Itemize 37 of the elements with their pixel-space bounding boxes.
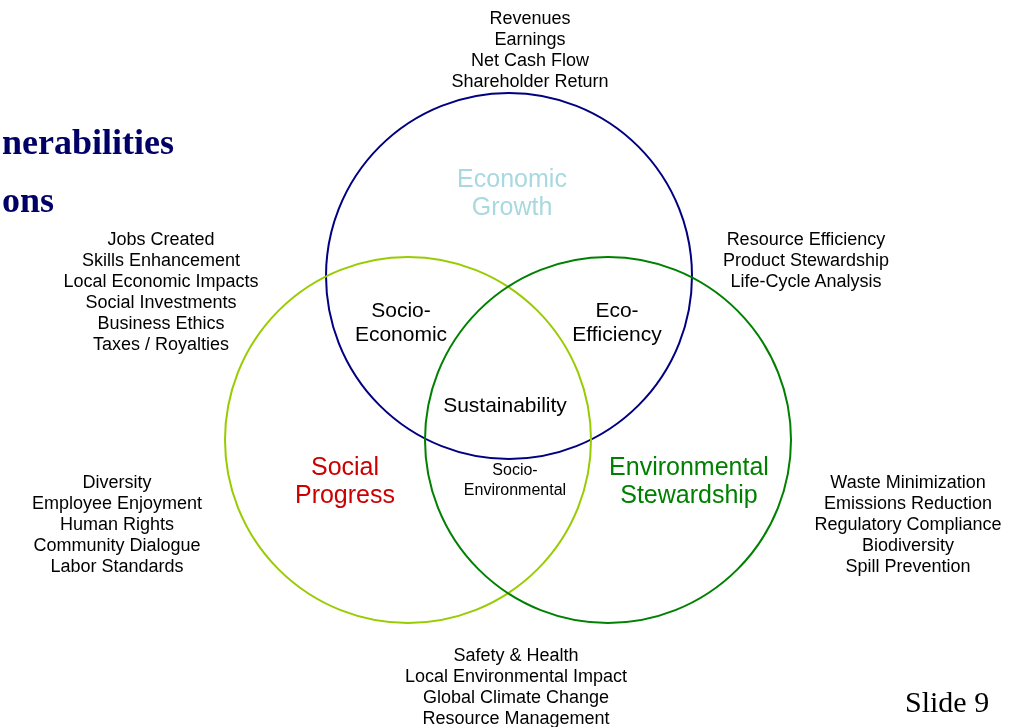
region-label: Socio-Environmental: [462, 460, 568, 500]
list-item: Business Ethics: [96, 313, 226, 334]
list-item: Jobs Created: [106, 229, 216, 250]
list-item: Life-Cycle Analysis: [729, 271, 883, 292]
list-item: Waste Minimization: [829, 472, 987, 493]
heading-text: nerabilities: [2, 122, 175, 162]
list-item: Net Cash Flow: [469, 50, 590, 71]
circle-title: Economic Growth: [456, 164, 568, 220]
circle-title: Environmental Stewardship: [608, 452, 770, 508]
slide-number: Slide 9: [905, 684, 991, 720]
list-item: Emissions Reduction: [822, 493, 994, 514]
list-item: Resource Efficiency: [725, 229, 887, 250]
list-item: Revenues: [488, 8, 572, 29]
region-label: Sustainability: [442, 393, 568, 417]
list-item: Social Investments: [84, 292, 238, 313]
list-item: Global Climate Change: [421, 687, 611, 708]
circle-title: Social Progress: [293, 452, 396, 508]
list-item: Skills Enhancement: [80, 250, 242, 271]
list-item: Local Economic Impacts: [62, 271, 260, 292]
list-item: Local Environmental Impact: [403, 666, 629, 687]
list-item: Resource Management: [421, 708, 611, 727]
list-item: Product Stewardship: [721, 250, 891, 271]
list-item: Employee Enjoyment: [30, 493, 204, 514]
region-label: Socio-Economic: [353, 298, 449, 346]
list-item: Earnings: [493, 29, 567, 50]
list-item: Spill Prevention: [844, 556, 972, 577]
heading-text: ons: [2, 180, 56, 220]
list-item: Biodiversity: [861, 535, 955, 556]
list-item: Labor Standards: [49, 556, 185, 577]
list-item: Taxes / Royalties: [91, 334, 231, 355]
region-label: Eco-Efficiency: [571, 298, 663, 346]
list-item: Human Rights: [58, 514, 175, 535]
list-item: Safety & Health: [452, 645, 580, 666]
list-item: Shareholder Return: [450, 71, 610, 92]
list-item: Diversity: [81, 472, 153, 493]
list-item: Community Dialogue: [32, 535, 202, 556]
list-item: Regulatory Compliance: [813, 514, 1003, 535]
